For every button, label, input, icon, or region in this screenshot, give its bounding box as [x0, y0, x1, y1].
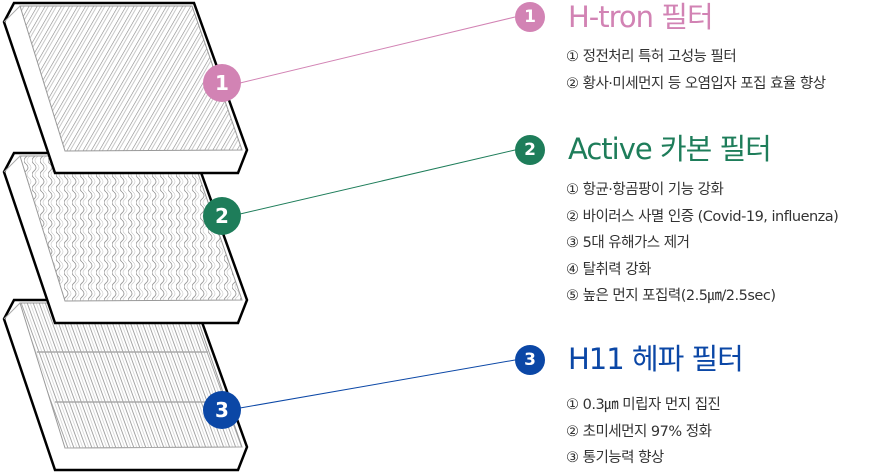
filter-badge-2: 2 — [203, 197, 241, 235]
htron-filter-drawing — [2, 1, 249, 175]
section-number-2: 2 — [515, 135, 545, 165]
leader-line-1 — [239, 16, 516, 84]
feature-item: ② 초미세먼지 97% 정화 — [566, 423, 712, 440]
section-title-htron: H-tron 필터 — [568, 0, 714, 34]
feature-item: ② 황사·미세먼지 등 오염입자 포집 효율 향상 — [566, 75, 826, 92]
feature-item: ① 0.3㎛ 미립자 먼지 집진 — [566, 397, 721, 413]
feature-item: ③ 통기능력 향상 — [566, 450, 664, 466]
leader-line-3 — [239, 359, 516, 409]
htron-feature-list: ① 정전처리 특허 고성능 필터 ② 황사·미세먼지 등 오염입자 포집 효율 … — [566, 44, 826, 97]
hepa-feature-list: ① 0.3㎛ 미립자 먼지 집진 ② 초미세먼지 97% 정화 ③ 통기능력 향… — [566, 392, 721, 472]
feature-item: ⑤ 높은 먼지 포집력(2.5㎛/2.5sec) — [566, 288, 776, 304]
feature-item: ② 바이러스 사멸 인증 (Covid-19, influenza) — [566, 208, 839, 225]
feature-item: ③ 5대 유해가스 제거 — [566, 235, 690, 251]
filter-badge-1: 1 — [203, 64, 241, 102]
carbon-feature-list: ① 항균·항곰팡이 기능 강화 ② 바이러스 사멸 인증 (Covid-19, … — [566, 177, 839, 310]
feature-item: ① 항균·항곰팡이 기능 강화 — [566, 182, 724, 198]
carbon-filter-drawing — [2, 151, 249, 325]
feature-item: ① 정전처리 특허 고성능 필터 — [566, 49, 737, 65]
section-title-hepa: H11 헤파 필터 — [568, 342, 744, 376]
section-number-3: 3 — [515, 345, 545, 375]
hepa-filter-drawing — [2, 298, 249, 472]
section-title-carbon: Active 카본 필터 — [568, 132, 772, 166]
leader-line-2 — [239, 149, 516, 215]
section-number-1: 1 — [515, 2, 545, 32]
filter-badge-3: 3 — [203, 391, 241, 429]
feature-item: ④ 탈취력 강화 — [566, 261, 651, 278]
